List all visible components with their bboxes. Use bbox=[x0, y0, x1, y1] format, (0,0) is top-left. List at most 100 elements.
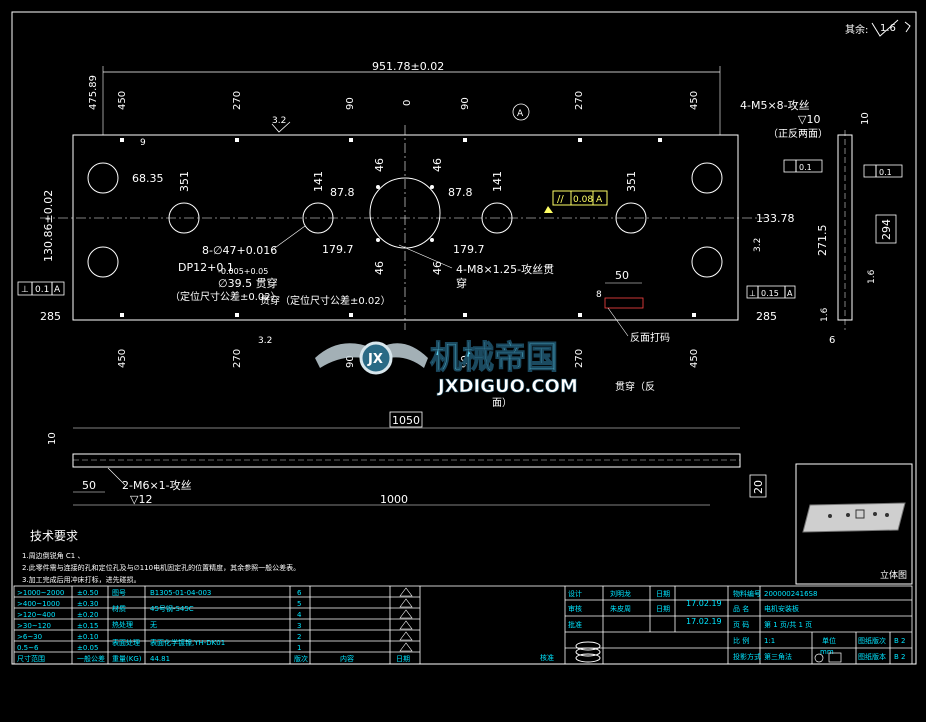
info-val-5: 44.81 bbox=[150, 655, 170, 663]
small-nine: 9 bbox=[140, 138, 146, 148]
front-dim10: 10 bbox=[47, 432, 58, 445]
perp-frame-right bbox=[746, 285, 796, 299]
plate-outline bbox=[72, 134, 739, 321]
dim-46c: 46 bbox=[373, 261, 386, 275]
hole bbox=[87, 162, 119, 194]
rev-footer-1: 版次 bbox=[294, 654, 308, 663]
tol-range-5: >6~30 bbox=[17, 633, 42, 641]
tb-date2: 17.02.19 bbox=[686, 617, 722, 626]
tol-val-1: ±0.50 bbox=[77, 589, 98, 597]
tb-page: 第 1 页/共 1 页 bbox=[764, 620, 812, 629]
note-locating2: 贯穿（定位尺寸公差±0.02） bbox=[260, 294, 391, 307]
info-val-1: B1305-01-04-003 bbox=[150, 589, 211, 597]
overall-dim: 951.78±0.02 bbox=[372, 60, 444, 73]
tb-check: 审核 bbox=[568, 604, 582, 613]
col-dim-7: 450 bbox=[689, 91, 700, 110]
note-m8b: 穿 bbox=[456, 276, 467, 290]
col-dim-2: 270 bbox=[232, 91, 243, 110]
note-tol: -0.005+0.05 bbox=[218, 267, 268, 276]
note-locating: （定位尺寸公差±0.02） bbox=[170, 290, 281, 303]
tb-design: 设计 bbox=[568, 589, 582, 598]
side-dim294: 294 bbox=[880, 219, 893, 240]
code-mark-box bbox=[604, 297, 644, 309]
dim-179b: 179.7 bbox=[453, 243, 485, 256]
side-tol-1: 0.1 bbox=[799, 163, 812, 172]
bcol-dim-5: 270 bbox=[574, 349, 585, 368]
left-dim: 475.89 bbox=[88, 75, 99, 110]
hole bbox=[87, 246, 119, 278]
tb-scale: 1:1 bbox=[764, 637, 775, 645]
flatness-value: 0.08 bbox=[573, 195, 593, 205]
hole bbox=[615, 202, 647, 234]
tol-footer-1: 尺寸范围 bbox=[17, 654, 45, 663]
tb-proj: 第三角法 bbox=[764, 652, 792, 661]
dim-141a: 141 bbox=[312, 171, 325, 192]
svg-text:⊥: ⊥ bbox=[21, 285, 29, 295]
company-logo bbox=[575, 641, 601, 663]
col-dim-4: 0 bbox=[402, 100, 413, 106]
tol-footer-2: 一般公差 bbox=[77, 654, 105, 663]
iso-part bbox=[802, 502, 906, 533]
col-dim-1: 450 bbox=[117, 91, 128, 110]
front-view: 1050 10 50 2-M6×1-攻丝 ▽12 1000 20 bbox=[47, 411, 767, 506]
hole bbox=[481, 202, 513, 234]
tech-item-3: 3.加工完成后用冲床打标，进先碰损。 bbox=[22, 575, 141, 584]
tb-ver-lbl: 图纸版次 bbox=[858, 636, 886, 645]
rev-1: 1 bbox=[297, 644, 301, 652]
rev-5: 5 bbox=[297, 600, 301, 608]
info-label-1: 图号 bbox=[112, 589, 126, 597]
right-dim: 133.78 bbox=[756, 212, 795, 225]
tol-val-4: ±0.15 bbox=[77, 622, 98, 630]
depth12: ▽12 bbox=[130, 493, 152, 506]
tech-title: 技术要求 bbox=[30, 529, 78, 543]
side-rough: 3.2 bbox=[753, 238, 763, 252]
note-dp12: DP12+0.1 bbox=[178, 261, 234, 274]
datum-a-circle bbox=[512, 103, 530, 121]
both-sides: （正反两面） bbox=[768, 128, 828, 140]
reverse-face: 面） bbox=[492, 397, 512, 409]
tb-unit: mm bbox=[820, 648, 834, 656]
side-rough16: 1.6 bbox=[867, 269, 877, 284]
svg-text:JX: JX bbox=[367, 352, 383, 367]
mark-8: 8 bbox=[596, 290, 602, 300]
rev-footer-2: 内容 bbox=[340, 654, 354, 663]
reverse-mark: 反面打码 bbox=[630, 331, 670, 344]
hole bbox=[302, 202, 334, 234]
flatness-datum: A bbox=[596, 195, 603, 205]
info-val-3: 无 bbox=[150, 621, 157, 629]
watermark: JX 机械帝国 JXDIGUO.COM bbox=[315, 338, 578, 397]
side-tol-2: 0.1 bbox=[879, 168, 892, 177]
datum-a-label: A bbox=[517, 109, 524, 119]
info-label-5: 重量(KG) bbox=[112, 655, 142, 663]
dim-46a: 46 bbox=[373, 158, 386, 172]
dim-878a: 87.8 bbox=[330, 186, 355, 199]
side-dim10: 10 bbox=[860, 112, 871, 125]
dim-46b: 46 bbox=[431, 158, 444, 172]
rev-4: 4 bbox=[297, 611, 302, 619]
edge-dim-left: 285 bbox=[40, 310, 61, 323]
dim1050: 1050 bbox=[392, 414, 420, 427]
side-dim16: 1.6 bbox=[820, 307, 830, 322]
dim-351a: 351 bbox=[178, 171, 191, 192]
tb-date-lbl2: 日期 bbox=[656, 605, 670, 613]
bcol-dim-2: 270 bbox=[232, 349, 243, 368]
hole bbox=[691, 246, 723, 278]
col-dim-5: 90 bbox=[460, 97, 471, 110]
watermark-url: JXDIGUO.COM bbox=[436, 376, 578, 397]
side-tol-frame-1 bbox=[783, 159, 823, 173]
dim-68: 68.35 bbox=[132, 172, 164, 185]
tb-designer: 刘明龙 bbox=[610, 589, 631, 598]
tol-val-2: ±0.30 bbox=[77, 600, 98, 608]
tb-approve: 核准 bbox=[540, 653, 554, 662]
iso-box bbox=[795, 463, 913, 585]
roughness-bottom: 3.2 bbox=[258, 336, 272, 346]
tb-ver-lbl2: 图纸版本 bbox=[858, 652, 886, 661]
front-outline bbox=[72, 453, 741, 468]
rev-3: 3 bbox=[297, 622, 301, 630]
mark-50: 50 bbox=[615, 269, 629, 282]
dim-179a: 179.7 bbox=[322, 243, 354, 256]
surface-symbol bbox=[871, 19, 899, 37]
note-hole8: 8-∅47+0.016 bbox=[202, 244, 277, 257]
tb-code-lbl: 物料编号 bbox=[733, 589, 761, 598]
